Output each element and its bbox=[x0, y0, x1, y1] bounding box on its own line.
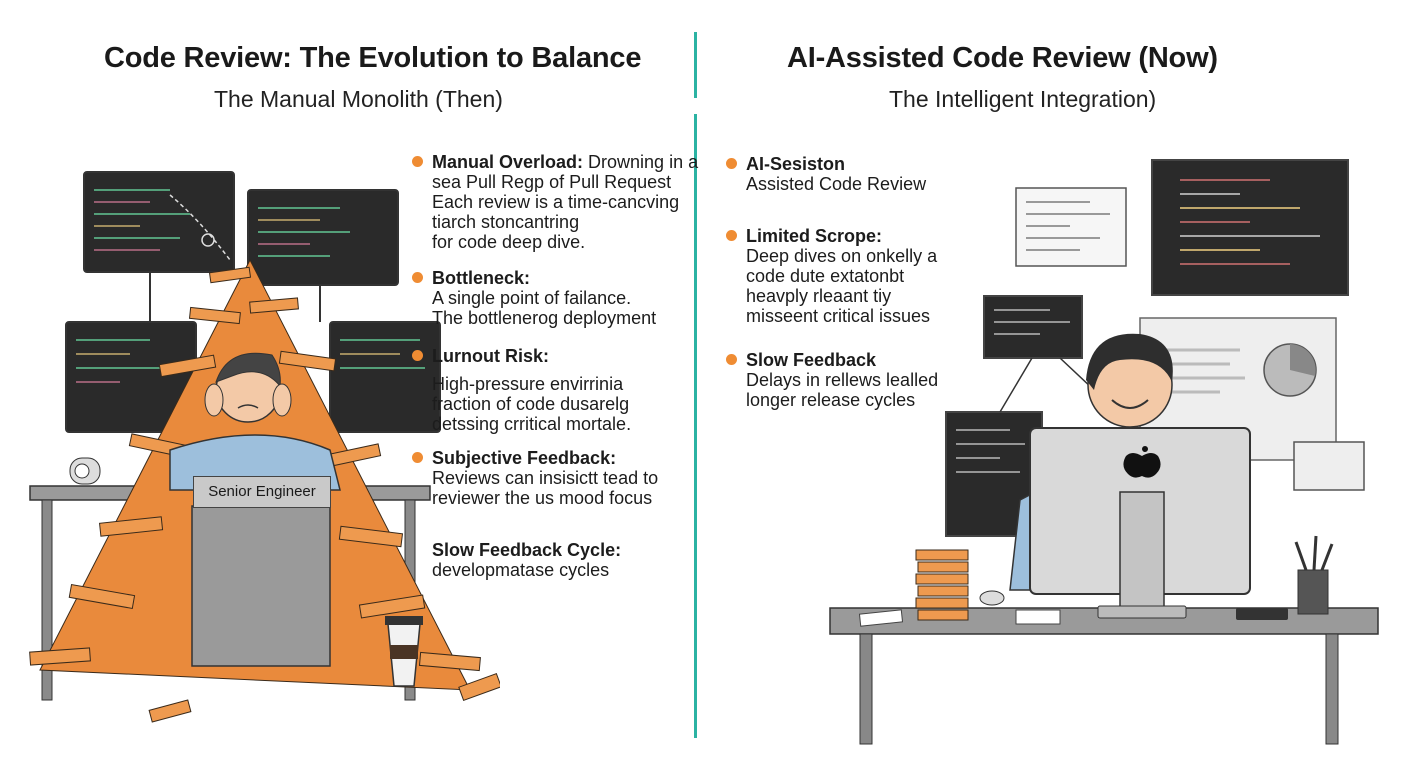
divider-top bbox=[694, 32, 697, 98]
left-subtitle: The Manual Monolith (Then) bbox=[214, 86, 503, 112]
right-subtitle: The Intelligent Integration) bbox=[889, 86, 1157, 112]
left-title: Code Review: The Evolution to Balance bbox=[104, 42, 642, 74]
right-bullet-3: Slow Feedback Delays in rellews lealled … bbox=[726, 350, 938, 410]
right-title: AI-Assisted Code Review (Now) bbox=[787, 42, 1218, 74]
left-bullet-5: Slow Feedback Cycle: developmatase cycle… bbox=[432, 540, 622, 580]
bullet-dot-icon bbox=[412, 156, 423, 167]
right-bullet-1: AI-Sesiston Assisted Code Review bbox=[726, 154, 926, 194]
left-bullet-1: Manual Overload: Drowning in a sea Pull … bbox=[412, 152, 698, 252]
bullet-dot-icon bbox=[726, 354, 737, 365]
left-bullet-4: Subjective Feedback: Reviews can insisic… bbox=[412, 448, 658, 508]
right-bullet-2: Limited Scrope: Deep dives on onkelly a … bbox=[726, 226, 937, 326]
monitor-icon bbox=[65, 171, 441, 433]
divider-main bbox=[694, 114, 697, 738]
left-bullet-2: Bottleneck: A single point of failance. … bbox=[412, 268, 656, 328]
balanced-engineer-illustration bbox=[829, 159, 1379, 745]
overloaded-engineer-illustration bbox=[29, 171, 500, 723]
left-bullet-list: Manual Overload: Drowning in a sea Pull … bbox=[412, 152, 698, 592]
right-bullet-list: AI-Sesiston Assisted Code Review Limited… bbox=[726, 154, 976, 414]
bullet-dot-icon bbox=[412, 350, 423, 361]
bullet-dot-icon bbox=[412, 272, 423, 283]
bullet-dot-icon bbox=[412, 452, 423, 463]
monitor-icon bbox=[1029, 427, 1251, 619]
senior-engineer-badge: Senior Engineer bbox=[193, 476, 331, 508]
left-bullet-3: Lurnout Risk: High-pressure envirrinia f… bbox=[412, 346, 631, 434]
bullet-dot-icon bbox=[726, 158, 737, 169]
bullet-dot-icon bbox=[726, 230, 737, 241]
